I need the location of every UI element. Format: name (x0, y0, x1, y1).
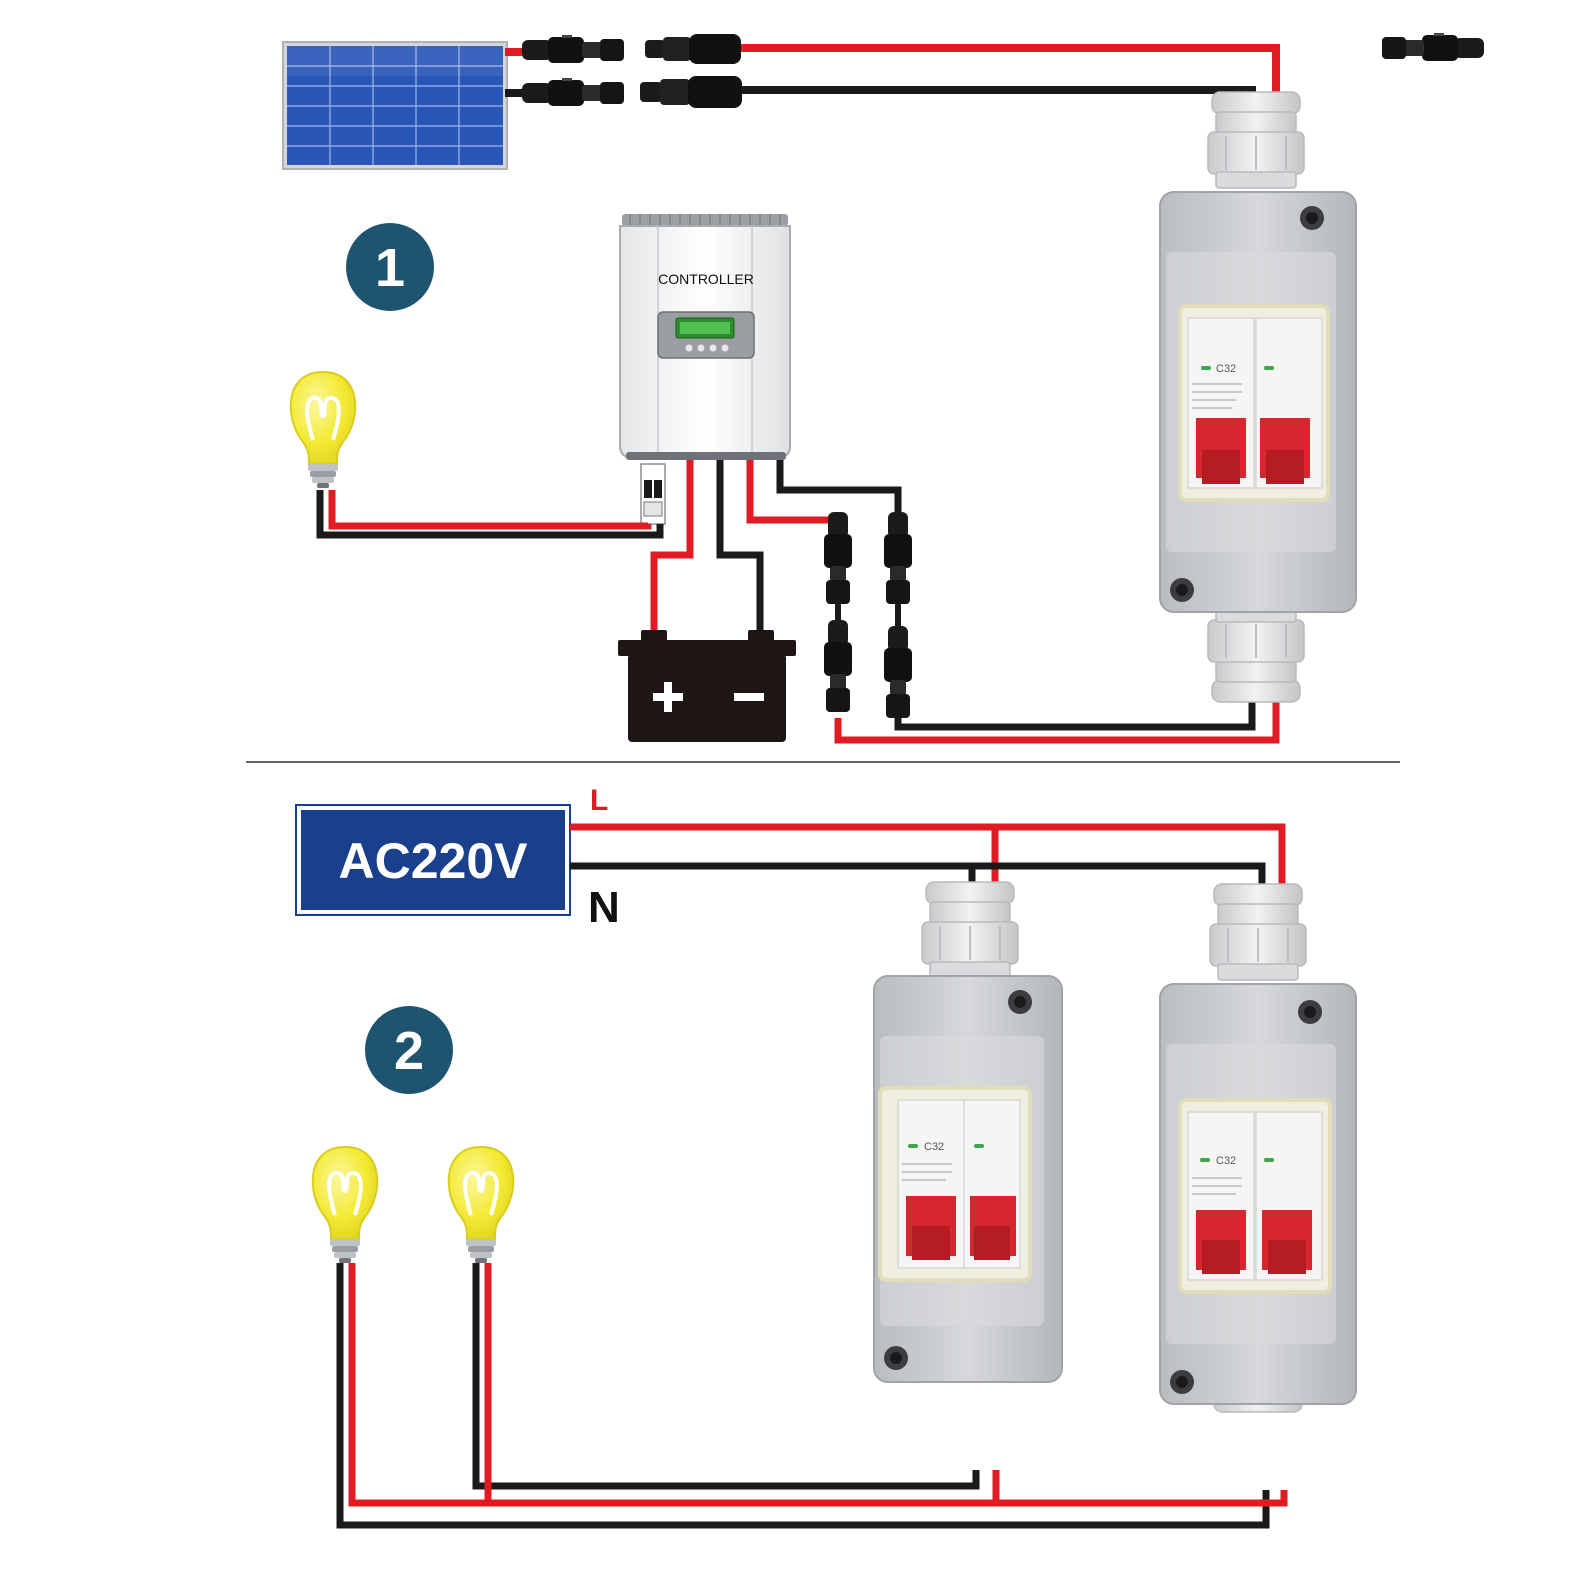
lightbulb-left-icon (310, 1145, 380, 1265)
mc4-connector-top-negative (522, 78, 624, 106)
step-badge-1-label: 1 (375, 238, 405, 298)
controller-label: CONTROLLER (658, 271, 754, 287)
battery-icon (618, 630, 796, 742)
mc4-connector-vertical-positive (824, 512, 852, 712)
lightbulb-right-icon (446, 1145, 516, 1265)
breaker-rating: C32 (1216, 363, 1236, 375)
mc4-connector-top-right (640, 34, 742, 108)
solar-panel-icon (282, 41, 508, 170)
ac-breaker-enclosure-left: C32 (873, 881, 1063, 1383)
section1-wires (316, 460, 1280, 744)
step-badge-1: 1 (346, 223, 434, 311)
section-2: AC220V L N 2 (295, 784, 1357, 1529)
mini-breaker-icon (640, 463, 666, 525)
breaker-rating: C32 (1216, 1155, 1236, 1167)
ac-breaker-enclosure-right: C32 (1159, 883, 1357, 1413)
section-1: 1 CONTROLLER (282, 33, 1484, 744)
section2-load-wires (336, 1263, 1288, 1529)
ac-source-label: AC220V (339, 833, 529, 889)
section2-supply-wires (570, 823, 1286, 890)
neutral-label: N (588, 883, 620, 932)
ac-source-box: AC220V (295, 804, 571, 916)
step-badge-2: 2 (365, 1006, 453, 1094)
line-label: L (590, 784, 608, 817)
breaker-rating: C32 (924, 1141, 944, 1153)
step-badge-2-label: 2 (394, 1021, 424, 1081)
mc4-connector-vertical-negative (884, 512, 912, 718)
charge-controller: CONTROLLER (619, 214, 791, 460)
lightbulb-icon (288, 370, 358, 490)
dc-isolator-enclosure: C32 (1159, 91, 1357, 703)
